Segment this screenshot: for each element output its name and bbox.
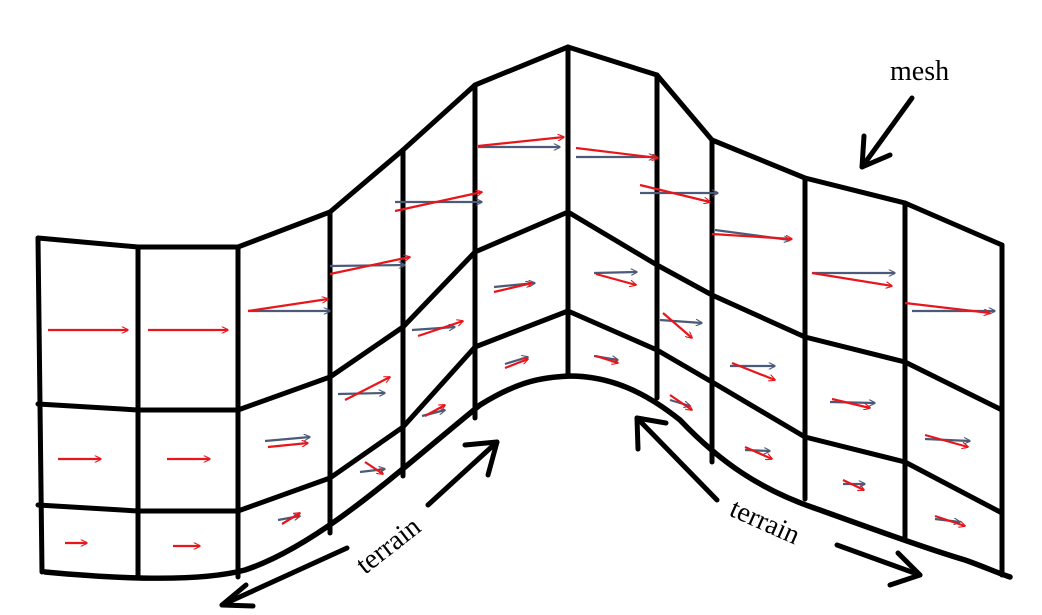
red-vector [711,232,792,239]
red-vector [731,361,775,380]
terrain-arrow-right-2 [834,542,923,578]
terrain-arrow-right-1-head [634,415,669,452]
red-vector [811,271,892,286]
red-vector [247,299,328,313]
red-vector [575,146,658,158]
red-vector [504,359,528,370]
red-vector [344,376,390,401]
mesh-pointer-arrow-head [859,133,893,170]
terrain-arrow-left-2-head [462,439,500,478]
red-vector [417,321,463,338]
red-vector [842,479,864,490]
terrain-curve [42,373,1013,581]
blue-vector [829,402,875,403]
blue-vector [264,437,310,443]
mesh-pointer-arrow [859,95,915,170]
red-vector [639,183,710,202]
blue-vector [924,439,970,441]
terrain-arrow-left-2 [425,439,500,508]
red-vector [924,433,968,447]
red-vector [669,394,692,410]
red-vector [424,404,445,417]
blue-vector [659,318,702,323]
blue-vector [744,450,770,451]
red-vector [364,461,383,474]
terrain-arrow-right-2-head [887,550,923,588]
red-vector [281,513,300,525]
red-vector [831,397,870,408]
red-vector [493,283,532,294]
blue-vector [337,393,385,394]
terrain-arrows [219,95,923,609]
terrain-label-left: terrain [350,511,427,580]
terrain-arrow-left-1 [219,545,350,608]
terrain-arrow-right-1 [634,415,720,503]
red-vectors [48,137,990,546]
red-vector [744,445,772,459]
red-vector [662,312,692,338]
blue-vector [593,272,637,273]
red-vector [477,137,564,148]
mesh-line-2 [35,209,1005,413]
red-vector [595,354,618,363]
mesh-col-1 [35,235,45,575]
red-vector [329,257,410,276]
red-vector [267,443,308,449]
red-vector [904,301,990,313]
blue-vector [411,327,455,332]
mesh-top-line [35,44,1005,250]
terrain-arrow-left-1-head [219,582,256,609]
red-vector [394,192,482,213]
mesh-line-3 [35,308,1005,516]
mesh-label: mesh [890,56,949,87]
red-vector [934,514,965,526]
red-vector [595,272,636,285]
mesh-grid [35,44,1005,580]
